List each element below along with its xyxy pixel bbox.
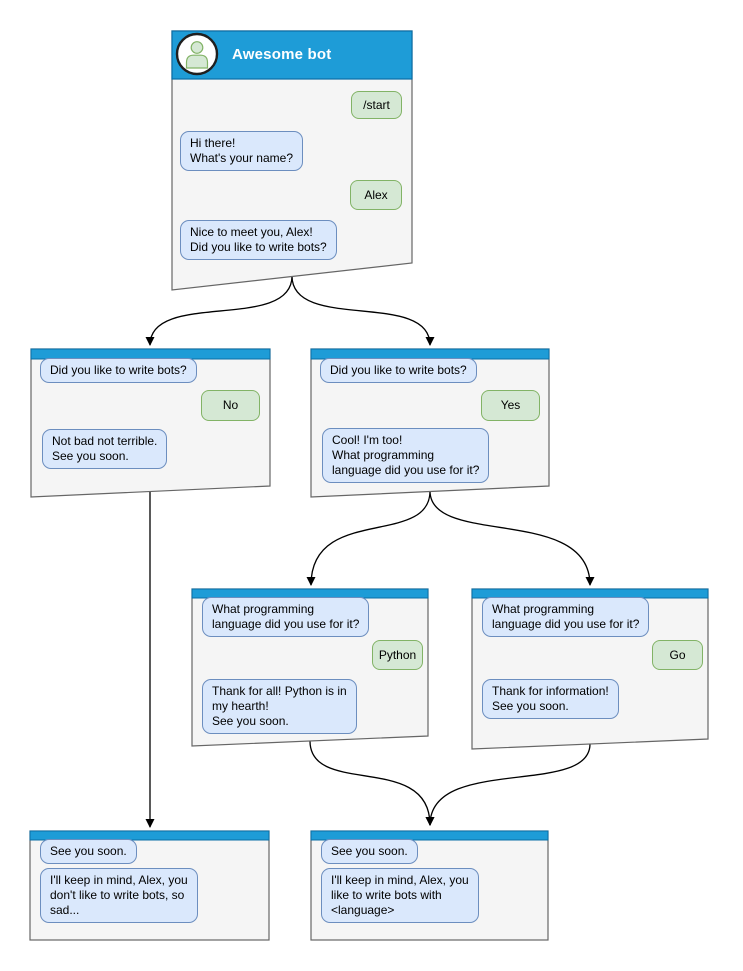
connector-python-to-end — [309, 740, 435, 826]
window-header-bar — [29, 830, 270, 841]
message-bubble-incoming: See you soon. — [40, 839, 137, 864]
message-bubble-incoming: Cool! I'm too! What programming language… — [322, 428, 490, 483]
window-header-bar — [310, 830, 549, 841]
message-bubble-incoming: Thank for information! See you soon. — [482, 679, 619, 719]
message-bubble-outgoing: /start — [351, 91, 402, 119]
message-bubble-outgoing: Yes — [481, 390, 540, 421]
person-icon-head — [190, 41, 204, 54]
message-bubble-incoming: What programming language did you use fo… — [202, 597, 370, 637]
message-bubble-incoming: I'll keep in mind, Alex, you like to wri… — [321, 868, 479, 923]
connector-yes-to-go — [429, 490, 595, 586]
message-bubble-incoming: Did you like to write bots? — [40, 358, 197, 383]
message-bubble-incoming: Not bad not terrible. See you soon. — [42, 429, 168, 469]
message-bubble-incoming: See you soon. — [321, 839, 418, 864]
connector-yes-to-python — [306, 490, 431, 586]
connectors-group — [145, 275, 595, 828]
message-bubble-incoming: Thank for all! Python is in my hearth! S… — [202, 679, 357, 734]
message-bubble-incoming: I'll keep in mind, Alex, you don't like … — [40, 868, 198, 923]
message-bubble-outgoing: No — [201, 390, 260, 421]
message-bubble-incoming: Did you like to write bots? — [320, 358, 477, 383]
bot-title: Awesome bot — [232, 46, 332, 63]
person-icon — [185, 54, 209, 69]
connector-go-to-end — [425, 743, 591, 826]
connector-start-to-yes — [291, 275, 435, 346]
message-bubble-outgoing: Alex — [350, 180, 402, 210]
message-bubble-outgoing: Go — [652, 640, 703, 670]
message-bubble-incoming: Hi there! What's your name? — [180, 131, 304, 171]
message-bubble-incoming: What programming language did you use fo… — [482, 597, 650, 637]
message-bubble-outgoing: Python — [372, 640, 423, 670]
connector-start-to-no — [145, 275, 293, 346]
bot-avatar — [175, 32, 219, 76]
message-bubble-incoming: Nice to meet you, Alex! Did you like to … — [180, 220, 337, 260]
